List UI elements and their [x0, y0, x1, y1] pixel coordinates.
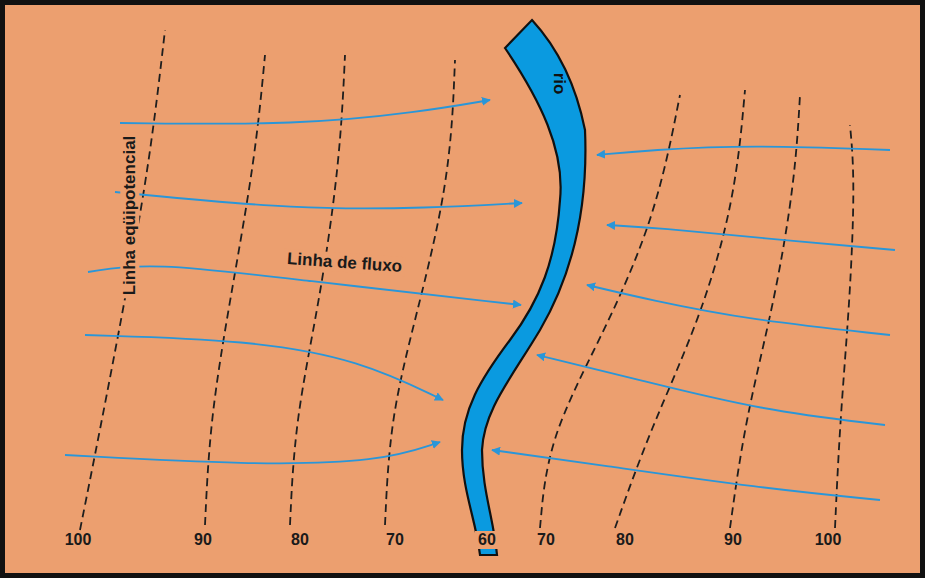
flow-line [537, 355, 885, 425]
potential-value: 100 [62, 531, 95, 549]
flow-line [88, 266, 521, 305]
potential-value: 80 [288, 531, 312, 549]
flow-line [120, 100, 490, 124]
equipotential-line [730, 95, 800, 528]
river-name: rio [551, 72, 568, 94]
river-shape: rio [440, 15, 600, 565]
flow-line [492, 450, 880, 500]
potential-value: 100 [812, 531, 845, 549]
potential-value: 60 [475, 531, 499, 549]
potential-value: 70 [383, 531, 407, 549]
river [462, 20, 585, 555]
equipotential-line [835, 125, 853, 528]
flow-line-label: Linha de fluxo [284, 248, 406, 275]
flow-line [597, 147, 890, 155]
potential-value: 90 [191, 531, 215, 549]
flow-line [65, 442, 440, 463]
equipotential-line [80, 30, 165, 530]
flow-line [115, 192, 522, 209]
river-outline [440, 15, 600, 565]
flow-line [607, 225, 895, 250]
equipotential-line [290, 55, 345, 525]
equipotential-label: Linha eqüipotencial [121, 132, 140, 298]
flow-line [85, 335, 443, 400]
flow-line [587, 285, 890, 335]
potential-value: 90 [721, 531, 745, 549]
equipotential-line [205, 55, 265, 525]
flow-net-illustration [5, 5, 920, 573]
potential-value: 80 [613, 531, 637, 549]
equipotential-line [615, 90, 745, 528]
potential-value: 70 [534, 531, 558, 549]
